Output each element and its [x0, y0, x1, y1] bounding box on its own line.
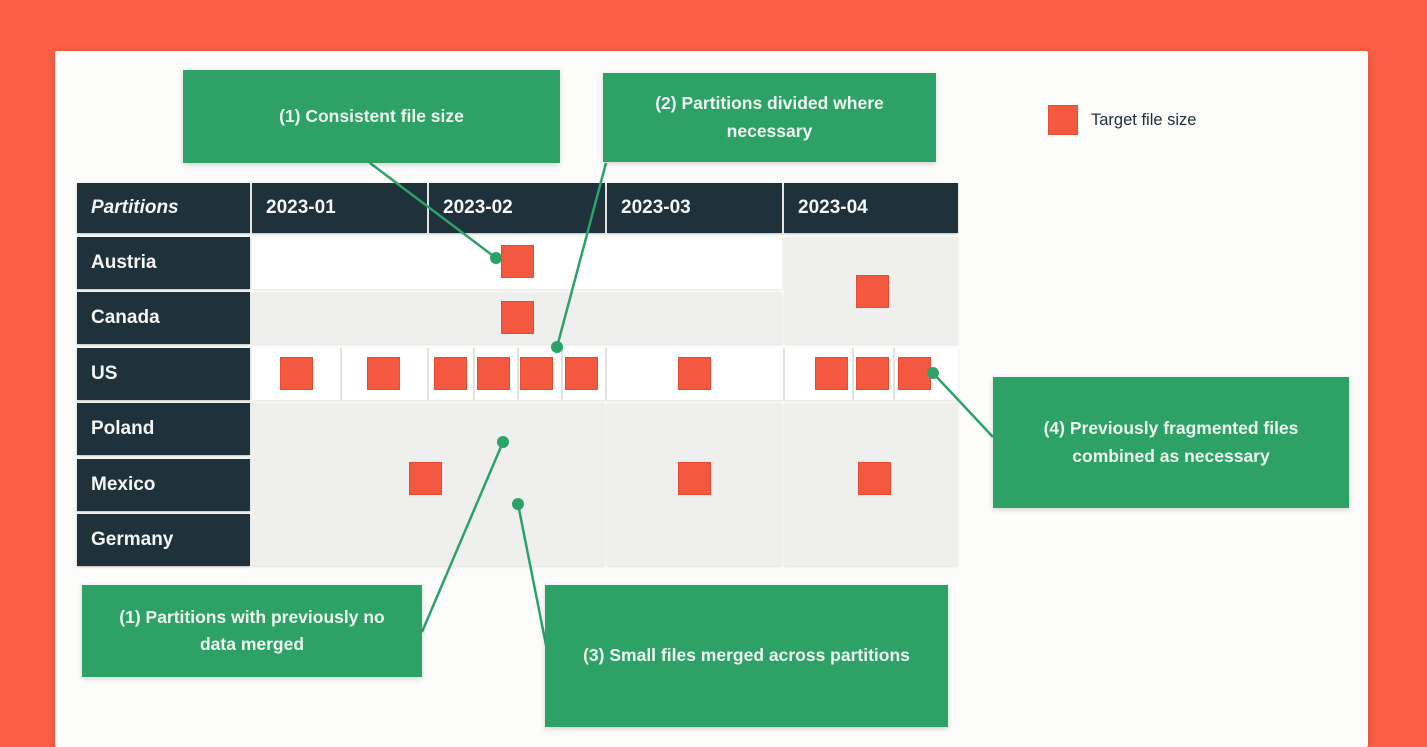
file-square [520, 357, 553, 390]
callout-fragmented-files-combined: (4) Previously fragmented files combined… [993, 377, 1349, 508]
file-square [367, 357, 400, 390]
file-square [678, 462, 711, 495]
header-month-2023-03: 2023-03 [607, 183, 782, 233]
header-month-2023-04: 2023-04 [784, 183, 958, 233]
file-square [678, 357, 711, 390]
legend: Target file size [1048, 105, 1196, 135]
us-column-divider [605, 348, 607, 400]
us-column-divider [427, 348, 429, 400]
file-square [409, 462, 442, 495]
us-column-divider [783, 348, 785, 400]
cell-us-row [252, 348, 958, 400]
partition-table: Partitions 2023-01 2023-02 2023-03 2023-… [77, 183, 958, 566]
file-square [434, 357, 467, 390]
file-square [477, 357, 510, 390]
file-square [501, 245, 534, 278]
us-subcell-divider [852, 348, 854, 400]
row-label-us: US [77, 348, 250, 400]
header-partitions: Partitions [77, 183, 250, 233]
us-subcell-divider [340, 348, 342, 400]
us-subcell-divider [517, 348, 519, 400]
header-month-2023-02: 2023-02 [429, 183, 605, 233]
file-square [856, 275, 889, 308]
row-label-germany: Germany [77, 514, 250, 566]
row-label-austria: Austria [77, 237, 250, 289]
callout-partitions-no-data-merged: (1) Partitions with previously no data m… [82, 585, 422, 677]
row-label-mexico: Mexico [77, 459, 250, 511]
file-square [856, 357, 889, 390]
us-subcell-divider [893, 348, 895, 400]
callout-consistent-file-size: (1) Consistent file size [183, 70, 560, 163]
file-square [898, 357, 931, 390]
us-subcell-divider [473, 348, 475, 400]
callout-small-files-merged: (3) Small files merged across partitions [545, 585, 948, 727]
row-label-canada: Canada [77, 292, 250, 344]
callout-partitions-divided: (2) Partitions divided where necessary [603, 73, 936, 162]
row-label-poland: Poland [77, 403, 250, 455]
legend-label: Target file size [1091, 110, 1197, 129]
file-square [501, 301, 534, 334]
file-square [280, 357, 313, 390]
file-square [858, 462, 891, 495]
file-square [565, 357, 598, 390]
legend-square-icon [1048, 105, 1078, 135]
us-subcell-divider [561, 348, 563, 400]
header-month-2023-01: 2023-01 [252, 183, 427, 233]
file-square [815, 357, 848, 390]
